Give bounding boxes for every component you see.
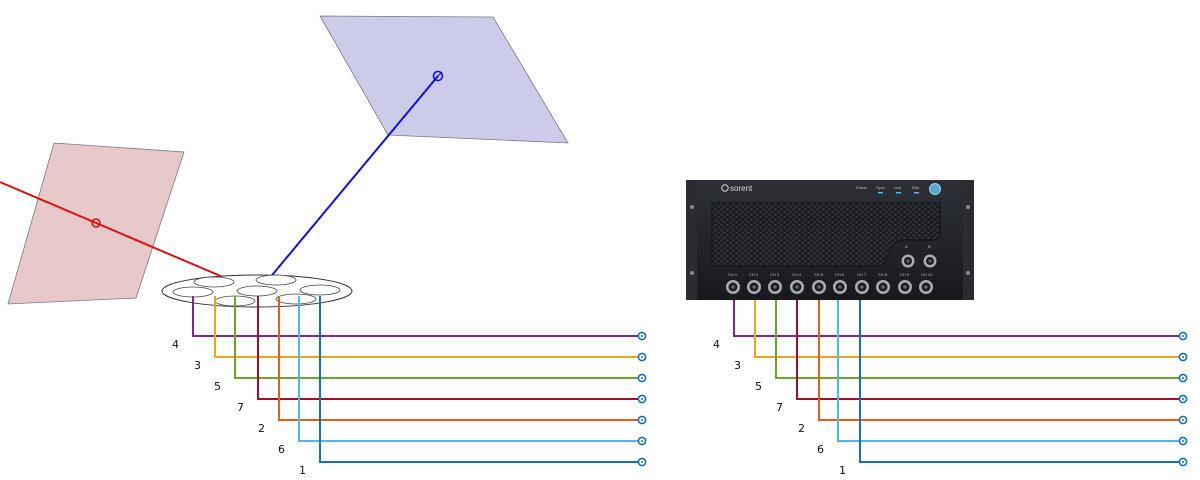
receiver-plane: [319, 15, 569, 144]
channel-label: CH 3: [770, 272, 780, 277]
channel-connector[interactable]: [747, 280, 761, 294]
wire-terminal-dot: [1182, 377, 1184, 379]
status-label: Run: [912, 185, 919, 190]
wire-terminal-dot: [1182, 356, 1184, 358]
status-led: [896, 192, 901, 194]
wire-label: 6: [278, 443, 285, 456]
wire-terminal-dot: [1182, 440, 1184, 442]
channel-label: CH 4: [792, 272, 802, 277]
wire-label: 1: [839, 464, 846, 477]
channel-connector[interactable]: [855, 280, 869, 294]
channel-label: CH 9: [900, 272, 910, 277]
channel-connector[interactable]: [898, 280, 912, 294]
wire-1: [319, 296, 638, 463]
brand-logo-icon: [721, 184, 729, 192]
status-led: [878, 192, 883, 194]
channel-connector[interactable]: [812, 280, 826, 294]
wire-5: [775, 300, 1179, 379]
wire-label: 4: [713, 338, 720, 351]
receiver-ray-marker-tick: [433, 71, 443, 81]
source-ray-marker: [91, 218, 101, 228]
wire-label: 4: [172, 338, 179, 351]
wire-3: [214, 296, 638, 358]
wire-group-left: 4 35 7 26 1: [172, 296, 647, 477]
wire-label: 3: [734, 359, 741, 372]
status-label: Power: [856, 185, 868, 190]
status-panel: Power Sync Link Run: [856, 183, 941, 195]
aux-label: B: [928, 244, 931, 249]
wire-6: [298, 296, 638, 442]
power-button-icon[interactable]: [929, 183, 941, 195]
wire-label: 5: [755, 380, 762, 393]
channel-label: CH 7: [857, 272, 867, 277]
wire-4: [192, 296, 638, 337]
aux-connector[interactable]: [923, 254, 937, 268]
channel-connector[interactable]: [768, 280, 782, 294]
aux-label: A: [905, 244, 908, 249]
wire-7: [257, 296, 638, 400]
channel-label: CH 5: [814, 272, 824, 277]
wire-7: [796, 300, 1179, 400]
channel-label: CH 10: [921, 272, 933, 277]
device-ear-right: [960, 180, 974, 300]
channel-connector[interactable]: [833, 280, 847, 294]
wire-1: [859, 300, 1179, 463]
channel-label: CH 2: [749, 272, 759, 277]
channel-connector[interactable]: [876, 280, 890, 294]
wire-3: [754, 300, 1179, 358]
wire-2: [818, 300, 1179, 421]
channel-connector[interactable]: [726, 280, 740, 294]
wire-label: 1: [299, 464, 306, 477]
wire-terminal-dot: [641, 398, 643, 400]
channel-label: CH 1: [728, 272, 738, 277]
aux-connector[interactable]: [901, 254, 915, 268]
wire-2: [278, 296, 638, 421]
wire-terminal-dot: [1182, 398, 1184, 400]
wire-terminal-dot: [1182, 461, 1184, 463]
channel-connector[interactable]: [919, 280, 933, 294]
brand-name: sorent: [730, 184, 753, 193]
wire-terminal-dot: [641, 356, 643, 358]
receiver-ray: [257, 75, 439, 293]
channel-connectors: CH 1 CH 2 CH 3 CH 4 CH 5 CH 6 CH 7 CH 8 CH 9 CH 1…: [726, 272, 933, 294]
wire-terminal-dot: [641, 377, 643, 379]
wire-terminal-dot: [1182, 335, 1184, 337]
source-ray: [0, 181, 259, 293]
wire-label: 2: [258, 422, 265, 435]
receiver-ray-marker: [432, 70, 444, 82]
wire-6: [837, 300, 1179, 442]
device-top-bar: [700, 182, 960, 198]
device-ear-left: [686, 180, 700, 300]
status-label: Link: [894, 185, 901, 190]
channel-label: CH 8: [878, 272, 888, 277]
wire-label: 2: [798, 422, 805, 435]
wire-terminal-dot: [641, 440, 643, 442]
wire-label: 7: [237, 401, 244, 414]
channel-label: CH 6: [835, 272, 845, 277]
wire-label: 5: [214, 380, 221, 393]
wire-terminal-dot: [641, 419, 643, 421]
wire-label: 7: [776, 401, 783, 414]
wire-label: 6: [817, 443, 824, 456]
wire-terminal-dot: [641, 461, 643, 463]
wire-5: [234, 296, 638, 379]
wire-4: [733, 300, 1179, 337]
wire-terminal-dot: [641, 335, 643, 337]
wire-label: 3: [194, 359, 201, 372]
status-label: Sync: [876, 185, 885, 190]
vent-grille: [711, 202, 941, 267]
wire-terminal-dot: [1182, 419, 1184, 421]
wire-group-right: 4 3 5 7 26 1: [713, 300, 1188, 477]
source-ray-marker-tick: [92, 220, 100, 226]
status-led: [914, 192, 919, 194]
channel-connector[interactable]: [790, 280, 804, 294]
